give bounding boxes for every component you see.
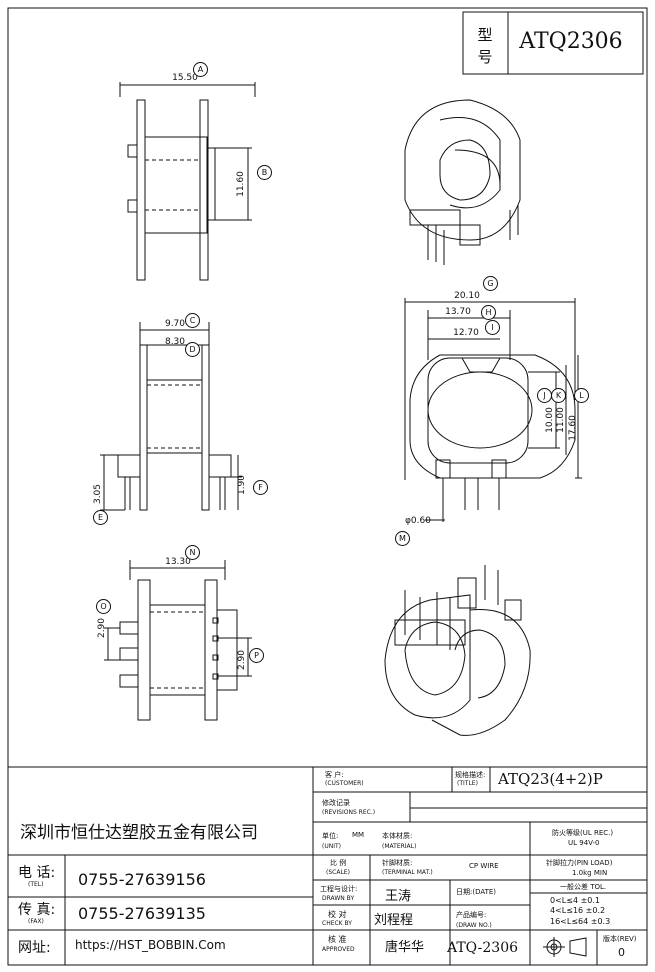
fax-sub: (FAX) <box>28 918 44 925</box>
material-sub: (MATERIAL) <box>382 843 417 850</box>
rev-value: 0 <box>618 946 625 959</box>
dim-label-g: G <box>483 276 498 291</box>
check-value: 刘程程 <box>374 913 414 928</box>
flame-value: UL 94V-0 <box>568 839 600 847</box>
customer-label: 客 户: <box>325 771 344 779</box>
customer-sub: (CUSTOMER) <box>325 780 364 787</box>
dim-O-value: 2.90 <box>97 618 107 638</box>
model-label-bottom: 号 <box>477 48 492 66</box>
dim-label-m: M <box>395 531 410 546</box>
date-label: 日期:(DATE) <box>456 888 497 896</box>
dim-label-k: K <box>551 388 566 403</box>
dim-M-value: φ0.60 <box>405 516 431 526</box>
approved-value: 唐华华 <box>385 940 425 955</box>
fax-label: 传 真: <box>18 902 56 918</box>
bottom-view: 13.30 2.90 2.90 <box>97 557 252 721</box>
tel-label: 电 话: <box>18 865 56 881</box>
drawno-label: 产品编号: <box>456 911 487 919</box>
dim-J-value: 10.00 <box>545 407 555 433</box>
sheet-border <box>7 7 648 966</box>
model-box <box>462 11 644 75</box>
side-view: 9.70 8.30 3.05 1.90 <box>93 319 247 511</box>
unit-value: MM <box>352 831 365 839</box>
dim-label-f: F <box>253 480 268 495</box>
drawn-sub: DRAWN BY <box>322 895 355 902</box>
isometric-view-top <box>404 99 521 265</box>
tel-sub: (TEL) <box>28 881 44 888</box>
scale-label: 比 例 <box>330 859 347 867</box>
model-label-top: 型 <box>477 26 492 44</box>
dim-N-value: 13.30 <box>165 557 191 567</box>
title-label: 规格描述: <box>455 771 486 779</box>
check-label: 校 对 <box>328 910 347 919</box>
end-view: 20.10 13.70 12.70 10.00 11.00 17.60 φ0.6… <box>404 291 582 526</box>
fax-value: 0755-27639135 <box>78 904 206 923</box>
dim-F-value: 1.90 <box>237 475 247 495</box>
tel-value: 0755-27639156 <box>78 870 206 889</box>
company-name: 深圳市恒仕达塑胶五金有限公司 <box>20 823 258 843</box>
drawn-value: 王涛 <box>385 889 412 904</box>
dim-B-value: 11.60 <box>236 171 246 197</box>
flame-label: 防火等级(UL REC.) <box>552 829 614 837</box>
material-label: 本体材质: <box>382 832 413 840</box>
unit-label: 单位: <box>322 832 339 840</box>
dim-label-e: E <box>93 510 108 525</box>
dim-label-a: A <box>193 62 208 77</box>
pinload-value: 1.0kg MIN <box>572 869 608 877</box>
terminal-sub: (TERMINAL MAT.) <box>382 869 433 876</box>
dim-label-i: I <box>485 320 500 335</box>
revision-label: 修改记录 <box>322 799 350 807</box>
dim-E-value: 3.05 <box>93 484 103 504</box>
web-value: https://HST_BOBBIN.Com <box>75 938 226 952</box>
dim-label-l: L <box>574 388 589 403</box>
dim-A-value: 15.50 <box>172 73 198 83</box>
drawn-label: 工程与设计: <box>320 885 358 893</box>
tol-row-1: 0<L≤4 ±0.1 <box>550 896 601 905</box>
revision-sub: (REVISIONS REC.) <box>322 809 376 816</box>
dim-label-j: J <box>537 388 552 403</box>
dim-label-b: B <box>257 165 272 180</box>
dim-I-value: 12.70 <box>453 328 479 338</box>
title-value: ATQ23(4+2)P <box>498 770 603 788</box>
model-value: ATQ2306 <box>518 29 622 54</box>
dim-label-p: P <box>249 648 264 663</box>
tol-row-3: 16<L≤64 ±0.3 <box>550 917 611 926</box>
dim-label-h: H <box>481 305 496 320</box>
drawno-sub: (DRAW NO.) <box>456 922 492 929</box>
dim-label-c: C <box>185 313 200 328</box>
scale-sub: (SCALE) <box>326 869 350 876</box>
dim-G-value: 20.10 <box>454 291 480 301</box>
approved-sub: APPROVED <box>322 946 355 953</box>
rev-label: 版本(REV) <box>603 935 637 943</box>
dim-P-value: 2.90 <box>237 650 247 670</box>
check-sub: CHECK BY <box>322 920 352 927</box>
web-label: 网址: <box>18 940 51 956</box>
unit-sub: (UNIT) <box>322 843 341 850</box>
dim-H-value: 13.70 <box>445 307 471 317</box>
drawno-value: ATQ-2306 <box>447 940 519 956</box>
dim-label-o: O <box>96 599 111 614</box>
dim-L-value: 17.60 <box>568 415 578 441</box>
title-sub: (TITLE) <box>457 780 478 787</box>
dim-C-value: 9.70 <box>165 319 185 329</box>
terminal-label: 针脚材质: <box>382 859 413 867</box>
tol-row-2: 4<L≤16 ±0.2 <box>550 906 606 915</box>
dim-K-value: 11.00 <box>556 407 566 433</box>
front-view: 15.50 11.60 <box>119 73 256 281</box>
dim-label-d: D <box>185 342 200 357</box>
approved-label: 核 准 <box>328 935 347 944</box>
pinload-label: 针脚拉力(PIN LOAD) <box>546 859 613 867</box>
isometric-view-bottom <box>384 565 531 736</box>
terminal-value: CP WIRE <box>469 862 499 870</box>
dim-label-n: N <box>185 545 200 560</box>
dim-D-value: 8.30 <box>165 337 185 347</box>
title-block-grid <box>8 766 647 965</box>
tol-label: 一般公差 TOL. <box>560 883 607 891</box>
